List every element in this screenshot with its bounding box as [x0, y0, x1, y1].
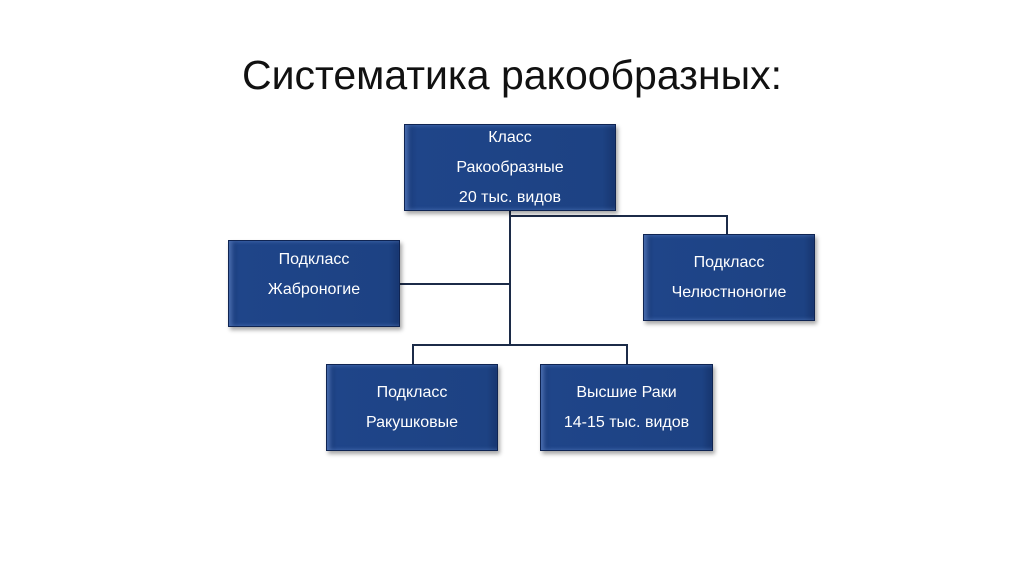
- node-label: Подкласс: [278, 251, 350, 268]
- node-subclass-ostracoda: Подкласс Ракушковые: [326, 364, 498, 451]
- node-label: Ракообразные: [456, 158, 564, 176]
- node-label: Подкласс: [376, 383, 448, 401]
- connector: [726, 215, 728, 235]
- node-class-crustacea: Класс Ракообразные 20 тыс. видов: [404, 124, 616, 211]
- node-label: 14-15 тыс. видов: [563, 413, 690, 431]
- connector: [400, 283, 510, 285]
- node-label: Челюстноногие: [671, 283, 787, 301]
- node-label: Жаброногие: [267, 281, 361, 298]
- node-label: 20 тыс. видов: [458, 188, 562, 206]
- page-title: Систематика ракообразных:: [242, 52, 782, 98]
- node-label: Подкласс: [693, 253, 765, 271]
- node-subclass-branchiopoda: Подкласс Жаброногие: [228, 240, 400, 327]
- connector: [509, 215, 728, 217]
- node-label: Высшие Раки: [576, 383, 677, 401]
- connector: [509, 210, 511, 346]
- connector: [626, 344, 628, 365]
- connector: [412, 344, 628, 346]
- node-malacostraca: Высшие Раки 14-15 тыс. видов: [540, 364, 713, 451]
- node-subclass-maxillopoda: Подкласс Челюстноногие: [643, 234, 815, 321]
- connector: [412, 344, 414, 365]
- node-label: Ракушковые: [365, 413, 459, 431]
- node-label: Класс: [488, 128, 532, 146]
